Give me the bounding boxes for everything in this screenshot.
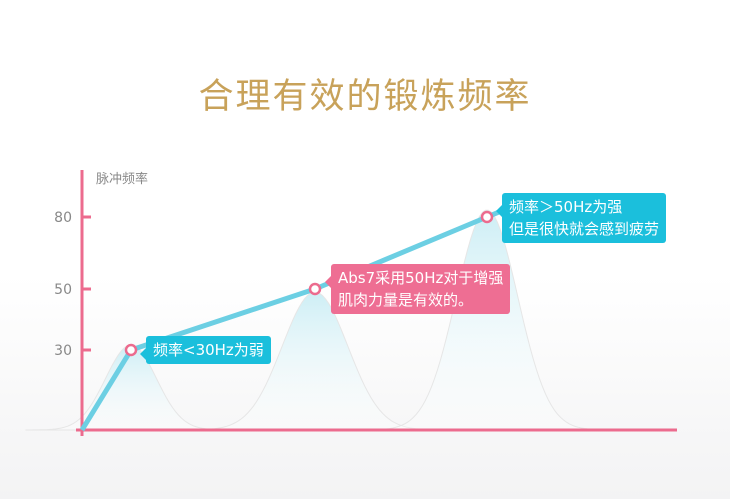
data-point <box>480 210 494 224</box>
annotation-callout: 频率<30Hz为弱 <box>140 336 271 364</box>
annotation-line: 但是很快就会感到疲劳 <box>509 220 660 238</box>
bell-curve <box>359 209 615 431</box>
annotation-line: Abs7采用50Hz对于增强 <box>338 269 504 287</box>
chart-title: 合理有效的锻炼频率 <box>198 77 532 117</box>
annotation-line: 肌肉力量是有效的。 <box>338 291 474 309</box>
y-tick-label: 50 <box>54 282 72 298</box>
data-point <box>124 343 138 357</box>
y-tick-label: 80 <box>54 210 72 226</box>
data-point <box>308 282 322 296</box>
annotation-callout: 频率＞50Hz为强但是很快就会感到疲劳 <box>495 193 667 243</box>
y-tick-label: 30 <box>54 343 72 359</box>
annotation-line: 频率<30Hz为弱 <box>153 341 264 359</box>
annotation-line: 频率＞50Hz为强 <box>509 198 623 216</box>
annotation-callout: Abs7采用50Hz对于增强肌肉力量是有效的。 <box>324 264 511 314</box>
y-axis-label: 脉冲频率 <box>96 171 148 187</box>
